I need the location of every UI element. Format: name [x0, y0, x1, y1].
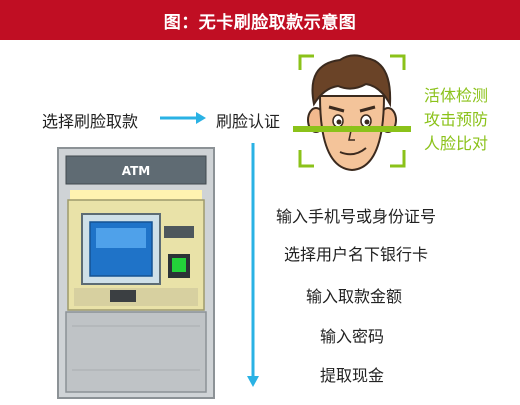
- step-face-authentication: 刷脸认证: [216, 112, 281, 131]
- face-scan-icon: [293, 54, 411, 172]
- flow-step-select-card: 选择用户名下银行卡: [284, 245, 429, 264]
- face-comparison-label: 人脸比对: [424, 134, 489, 153]
- flow-step-enter-id: 输入手机号或身份证号: [276, 207, 437, 226]
- arrow-down-icon: [247, 143, 259, 387]
- liveness-detection-label: 活体检测: [424, 86, 489, 105]
- arrow-right-icon: [160, 112, 206, 124]
- flow-step-enter-amount: 输入取款金额: [306, 287, 403, 306]
- atm-illustration: ATM: [57, 147, 215, 399]
- flow-step-enter-password: 输入密码: [320, 327, 385, 346]
- flow-step-withdraw-cash: 提取现金: [320, 366, 385, 385]
- page-title: 图：无卡刷脸取款示意图: [163, 12, 357, 33]
- step-choose-face-withdrawal: 选择刷脸取款: [42, 112, 139, 131]
- atm-label: ATM: [122, 164, 150, 178]
- attack-prevention-label: 攻击预防: [424, 110, 489, 129]
- title-banner: 图：无卡刷脸取款示意图: [0, 0, 520, 40]
